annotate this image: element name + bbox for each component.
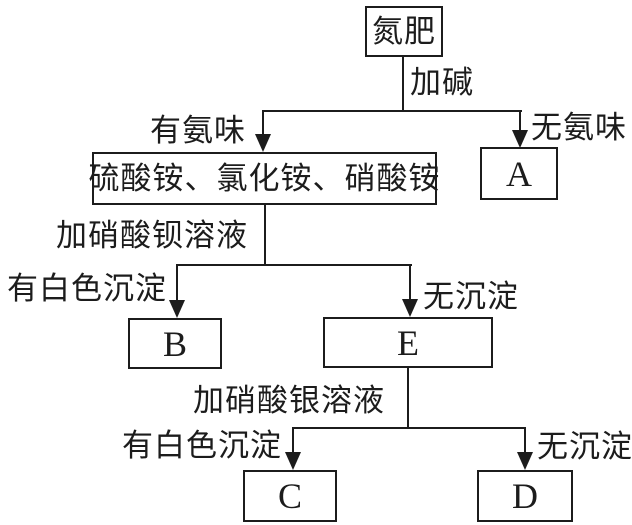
node-a: A — [480, 147, 558, 200]
edge-label-no-precipitate-2: 无沉淀 — [537, 429, 632, 464]
connector-to-b — [176, 264, 178, 302]
edge-label-add-barium-nitrate: 加硝酸钡溶液 — [56, 218, 248, 253]
node-a-label: A — [506, 153, 532, 194]
connector-e-stem — [407, 368, 409, 429]
node-ammonium-salts-group-label: 硫酸铵、氯化铵、硝酸铵 — [88, 161, 441, 196]
node-e: E — [323, 317, 493, 368]
connector-branch2-horizontal — [176, 264, 412, 266]
node-nitrogen-fertilizer: 氮肥 — [365, 6, 443, 57]
node-ammonium-salts-group: 硫酸铵、氯化铵、硝酸铵 — [89, 152, 440, 205]
connector-group-stem — [264, 205, 266, 266]
edge-label-add-silver-nitrate: 加硝酸银溶液 — [193, 383, 385, 418]
node-e-label: E — [397, 322, 419, 363]
node-c-label: C — [277, 476, 302, 516]
edge-label-has-ammonia: 有氨味 — [150, 113, 246, 148]
edge-label-white-precipitate-2: 有白色沉淀 — [122, 428, 282, 463]
edge-label-add-alkali: 加碱 — [410, 65, 474, 100]
connector-branch3-horizontal — [292, 427, 526, 429]
arrowhead-to-d-icon — [517, 452, 533, 470]
node-b-label: B — [162, 323, 187, 364]
connector-to-e — [409, 264, 411, 301]
connector-to-c — [292, 427, 294, 454]
node-d-label: D — [512, 476, 538, 516]
arrowhead-to-c-icon — [285, 452, 301, 470]
arrowhead-to-e-icon — [402, 299, 418, 317]
arrowhead-to-a-icon — [512, 130, 528, 148]
connector-to-d — [524, 427, 526, 454]
node-c: C — [243, 470, 337, 522]
connector-to-group — [262, 110, 264, 136]
arrowhead-to-b-icon — [169, 300, 185, 318]
edge-label-white-precipitate-1: 有白色沉淀 — [7, 271, 167, 306]
node-nitrogen-fertilizer-label: 氮肥 — [372, 14, 436, 49]
edge-label-no-precipitate-1: 无沉淀 — [423, 279, 519, 314]
connector-to-a — [519, 110, 521, 132]
edge-label-no-ammonia: 无氨味 — [531, 110, 627, 145]
node-b: B — [128, 318, 222, 369]
connector-branch1-horizontal — [262, 110, 522, 112]
connector-root-stem — [402, 55, 404, 112]
arrowhead-to-group-icon — [255, 134, 271, 152]
node-d: D — [477, 470, 573, 522]
